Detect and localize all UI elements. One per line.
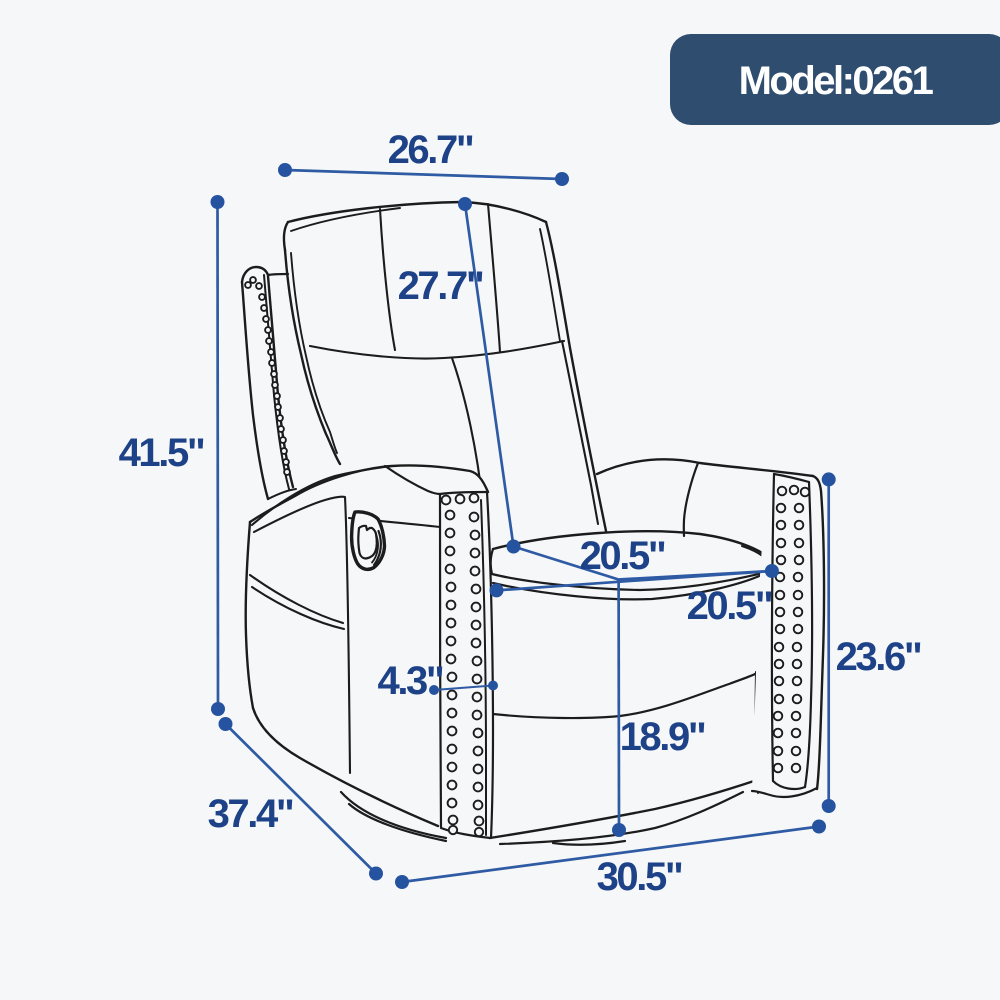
svg-text:Model:0261: Model:0261 bbox=[739, 59, 934, 103]
svg-text:41.5": 41.5" bbox=[119, 431, 204, 475]
svg-text:37.4": 37.4" bbox=[208, 792, 293, 836]
svg-text:26.7": 26.7" bbox=[388, 128, 473, 172]
svg-text:18.9": 18.9" bbox=[620, 715, 705, 759]
svg-text:30.5": 30.5" bbox=[597, 855, 682, 899]
svg-text:23.6": 23.6" bbox=[836, 635, 921, 679]
svg-text:4.3": 4.3" bbox=[378, 659, 443, 703]
svg-text:27.7": 27.7" bbox=[398, 264, 483, 308]
svg-text:20.5": 20.5" bbox=[580, 534, 665, 578]
svg-text:20.5": 20.5" bbox=[687, 584, 772, 628]
